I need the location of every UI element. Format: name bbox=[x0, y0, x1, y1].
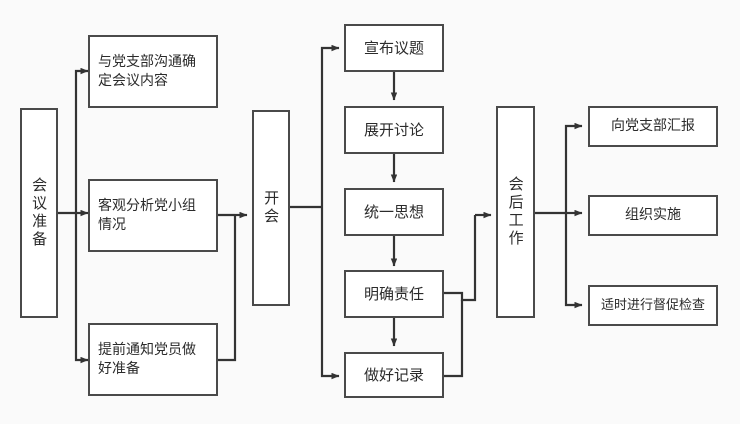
stage-box-meeting[interactable]: 开会 bbox=[252, 110, 290, 306]
meeting-step-label-4: 明确责任 bbox=[363, 284, 424, 303]
stage-box-post[interactable]: 会后工作 bbox=[496, 106, 535, 318]
connector-step4-out bbox=[444, 215, 477, 302]
prep-task-label-1: 与党支部沟通确定会议内容 bbox=[98, 53, 196, 89]
meeting-step-label-2: 展开讨论 bbox=[363, 120, 424, 139]
post-task-box-3[interactable]: 适时进行督促检查 bbox=[588, 285, 718, 326]
prep-task-box-3[interactable]: 提前通知党员做好准备 bbox=[88, 323, 218, 396]
stage-label-prep: 会议准备 bbox=[30, 177, 49, 249]
prep-task-label-2: 客观分析党小组情况 bbox=[98, 197, 196, 233]
meeting-step-label-1: 宣布议题 bbox=[363, 38, 424, 57]
connector-meeting-to-step5 bbox=[320, 207, 340, 380]
post-task-label-1: 向党支部汇报 bbox=[611, 118, 695, 135]
prep-task-box-1[interactable]: 与党支部沟通确定会议内容 bbox=[88, 35, 218, 108]
meeting-step-label-5: 做好记录 bbox=[363, 365, 424, 384]
prep-task-label-3: 提前通知党员做好准备 bbox=[98, 341, 196, 377]
post-task-label-3: 适时进行督促检查 bbox=[600, 297, 705, 313]
meeting-step-box-4[interactable]: 明确责任 bbox=[344, 270, 444, 318]
stage-label-meeting: 开会 bbox=[262, 190, 281, 226]
connector-step5-out bbox=[444, 300, 464, 378]
connector-meeting-to-step1 bbox=[320, 44, 340, 207]
connector-post-to-task3 bbox=[564, 213, 583, 309]
stage-box-prep[interactable]: 会议准备 bbox=[20, 108, 58, 318]
meeting-step-box-3[interactable]: 统一思想 bbox=[344, 188, 444, 236]
post-task-box-2[interactable]: 组织实施 bbox=[588, 195, 718, 236]
stage-label-post: 会后工作 bbox=[506, 176, 525, 248]
connector-prep-to-task1 bbox=[74, 67, 89, 213]
connector-task3-out bbox=[218, 215, 237, 362]
meeting-step-box-2[interactable]: 展开讨论 bbox=[344, 106, 444, 154]
prep-task-box-2[interactable]: 客观分析党小组情况 bbox=[88, 179, 218, 252]
connector-prep-to-task3 bbox=[74, 213, 89, 364]
post-task-label-2: 组织实施 bbox=[625, 207, 681, 224]
post-task-box-1[interactable]: 向党支部汇报 bbox=[588, 106, 718, 147]
meeting-step-label-3: 统一思想 bbox=[363, 202, 424, 221]
meeting-step-box-1[interactable]: 宣布议题 bbox=[344, 24, 444, 72]
meeting-step-box-5[interactable]: 做好记录 bbox=[344, 352, 444, 398]
connector-post-to-task1 bbox=[564, 122, 583, 213]
